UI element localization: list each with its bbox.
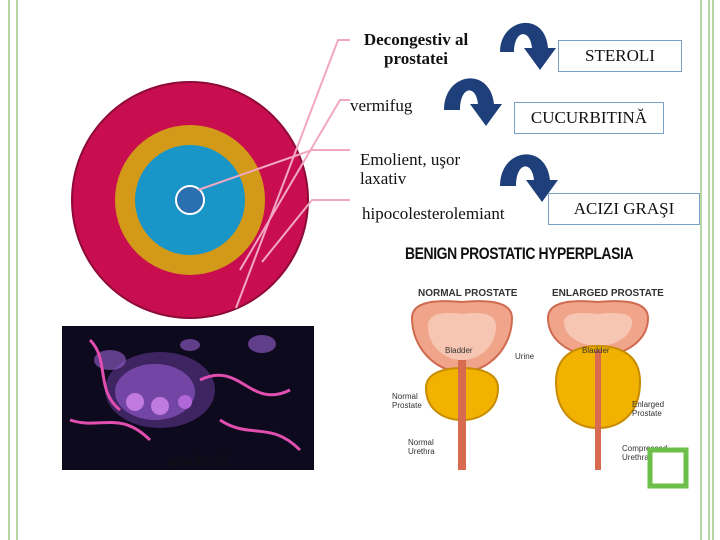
left-frame-decoration: [8, 0, 18, 540]
label-bladder-left: Bladder: [445, 346, 473, 355]
label-urine: Urine: [515, 352, 535, 361]
label-enlarged-prostate: Enlarged Prostate: [632, 400, 665, 418]
pointer-line-hipocolesterol: [261, 199, 350, 263]
curved-arrow-3: [500, 154, 558, 202]
label-compressed-urethra: Compressed Urethra: [622, 444, 668, 462]
center-dot: [175, 185, 205, 215]
compound-steroli: STEROLI: [558, 40, 682, 72]
label-vermifug: vermifug: [350, 96, 413, 115]
pointer-line-emolient: [197, 149, 350, 191]
giardia-caption: giardioză: [168, 453, 228, 470]
outer-ring-shadow: [71, 81, 309, 319]
label-bladder-right: Bladder: [582, 346, 610, 355]
label-normal-urethra: Normal Urethra: [408, 438, 435, 456]
label-normal-prostate: Normal Prostate: [392, 392, 422, 410]
curved-arrow-2: [444, 78, 502, 126]
prostate-title: BENIGN PROSTATIC HYPERPLASIA: [405, 244, 634, 263]
label-decongestiv: Decongestiv al prostatei: [363, 30, 469, 68]
label-emolient: Emolient, uşor laxativ: [360, 150, 461, 188]
pointer-line-vermifug: [239, 99, 350, 271]
label-hipocolesterolemiant: hipocolesterolemiant: [362, 204, 505, 223]
normal-prostate-heading: NORMAL PROSTATE: [418, 288, 518, 299]
compound-acizi-grasi: ACIZI GRAŞI: [548, 193, 700, 225]
right-frame-decoration: [700, 0, 714, 540]
enlarged-prostate-heading: ENLARGED PROSTATE: [552, 288, 664, 299]
curved-arrow-1: [500, 22, 556, 70]
compound-cucurbitina: CUCURBITINĂ: [514, 102, 664, 134]
